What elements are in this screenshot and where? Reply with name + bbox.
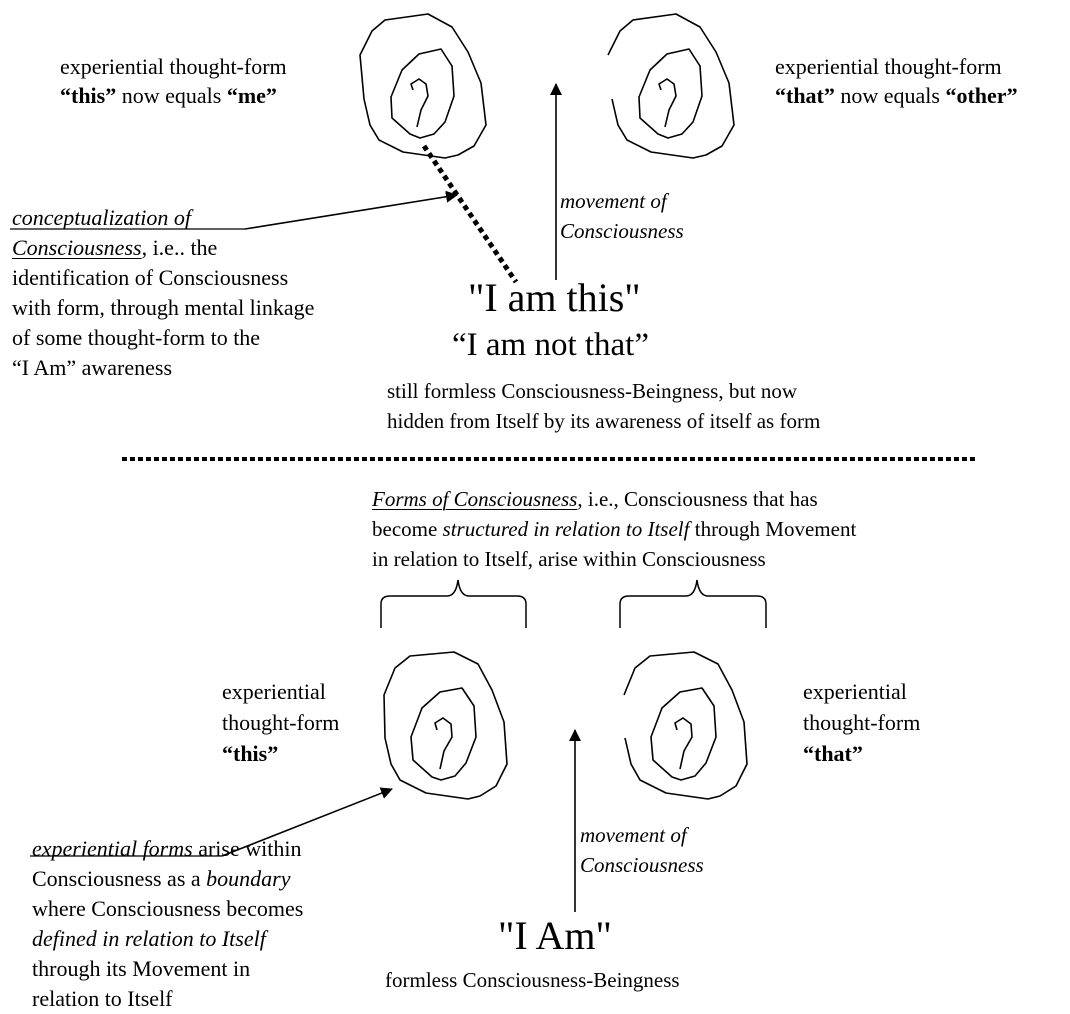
- conceptualization-line6: “I Am” awareness: [12, 355, 173, 380]
- quote-me: “me”: [226, 83, 277, 108]
- experiential-forms-line5: through its Movement in: [32, 956, 251, 981]
- bottom-right-form-line1: experiential: [803, 679, 907, 704]
- bottom-left-form-line1: experiential: [222, 679, 326, 704]
- conceptualization-pointer-arrow: [244, 190, 458, 230]
- i-am-this-text: "I am this": [468, 275, 641, 320]
- bottom-left-form-label: experiential thought-form “this”: [222, 676, 339, 769]
- top-right-form-label: experiential thought-form “that” now equ…: [775, 52, 1018, 110]
- forms-line3: in relation to Itself, arise within Cons…: [372, 547, 766, 571]
- consciousness-term: Consciousness: [12, 235, 142, 260]
- experiential-forms-line2: Consciousness as a boundary: [32, 864, 303, 894]
- movement-line1: movement of: [580, 823, 687, 847]
- top-right-spiral: [607, 13, 735, 159]
- bottom-left-form-line2: thought-form: [222, 710, 340, 735]
- boundary-term: boundary: [206, 866, 291, 891]
- bottom-movement-label: movement of Consciousness: [580, 820, 704, 880]
- quote-that: “that”: [803, 741, 863, 766]
- right-brace: [619, 579, 767, 628]
- quote-this: “this”: [60, 83, 117, 108]
- experiential-forms-line4: defined in relation to Itself: [32, 926, 266, 951]
- experiential-forms-term: experiential forms: [32, 836, 193, 861]
- movement-line2: Consciousness: [560, 219, 684, 243]
- conceptualization-term: conceptualization of: [12, 205, 192, 230]
- conceptualization-after-term: , i.e.. the: [141, 235, 218, 260]
- i-am-text: "I Am": [498, 913, 612, 958]
- still-formless-label: still formless Consciousness-Beingness, …: [387, 376, 820, 436]
- conceptualization-line5: of some thought-form to the: [12, 325, 261, 350]
- conceptualization-line4: with form, through mental linkage: [12, 295, 315, 320]
- movement-line2: Consciousness: [580, 853, 704, 877]
- top-left-form-label: experiential thought-form “this” now equ…: [60, 52, 287, 110]
- top-left-spiral: [359, 13, 487, 159]
- experiential-forms-label: experiential forms arise within Consciou…: [32, 834, 303, 1014]
- mental-linkage-dotted-line: [421, 144, 519, 284]
- top-movement-label: movement of Consciousness: [560, 186, 684, 246]
- experiential-forms-after-term: arise within: [192, 836, 302, 861]
- i-am-not-that-text: “I am not that”: [452, 327, 650, 363]
- bottom-right-spiral: [623, 651, 748, 800]
- forms-line2: become structured in relation to Itself …: [372, 514, 856, 544]
- conceptualization-line3: identification of Consciousness: [12, 265, 289, 290]
- now-equals-text: now equals: [834, 83, 946, 108]
- bottom-right-form-label: experiential thought-form “that”: [803, 676, 920, 769]
- top-left-form-line2: “this” now equals “me”: [60, 81, 287, 110]
- now-equals-text: now equals: [116, 83, 227, 108]
- forms-line1: Forms of Consciousness, i.e., Consciousn…: [372, 484, 856, 514]
- experiential-forms-line3: where Consciousness becomes: [32, 896, 304, 921]
- quote-that: “that”: [775, 83, 835, 108]
- bottom-left-spiral: [383, 651, 508, 800]
- formless-label: formless Consciousness-Beingness: [385, 968, 680, 992]
- forms-line2-pre: become: [372, 517, 443, 541]
- experiential-forms-line6: relation to Itself: [32, 986, 173, 1011]
- conceptualization-label: conceptualization of Consciousness, i.e.…: [12, 203, 314, 383]
- forms-after-term: , i.e., Consciousness that has: [577, 487, 818, 511]
- top-right-form-line2: “that” now equals “other”: [775, 81, 1018, 110]
- conceptualization-line2: Consciousness, i.e.. the: [12, 233, 314, 263]
- forms-line2-post: through Movement: [689, 517, 857, 541]
- quote-other: “other”: [945, 83, 1018, 108]
- forms-of-consciousness-term: Forms of Consciousness: [372, 487, 578, 511]
- still-formless-line1: still formless Consciousness-Beingness, …: [387, 379, 798, 403]
- top-left-form-line1: experiential thought-form: [60, 54, 287, 79]
- structured-in-relation-term: structured in relation to Itself: [442, 517, 690, 541]
- movement-line1: movement of: [560, 189, 667, 213]
- top-right-form-line1: experiential thought-form: [775, 54, 1002, 79]
- left-brace: [380, 579, 527, 628]
- still-formless-line2: hidden from Itself by its awareness of i…: [387, 409, 821, 433]
- bottom-right-form-line2: thought-form: [803, 710, 921, 735]
- forms-of-consciousness-label: Forms of Consciousness, i.e., Consciousn…: [372, 484, 856, 574]
- experiential-forms-pointer-arrow: [221, 787, 393, 857]
- quote-this: “this”: [222, 741, 279, 766]
- experiential-forms-line1: experiential forms arise within: [32, 834, 303, 864]
- experiential-forms-line2-pre: Consciousness as a: [32, 866, 207, 891]
